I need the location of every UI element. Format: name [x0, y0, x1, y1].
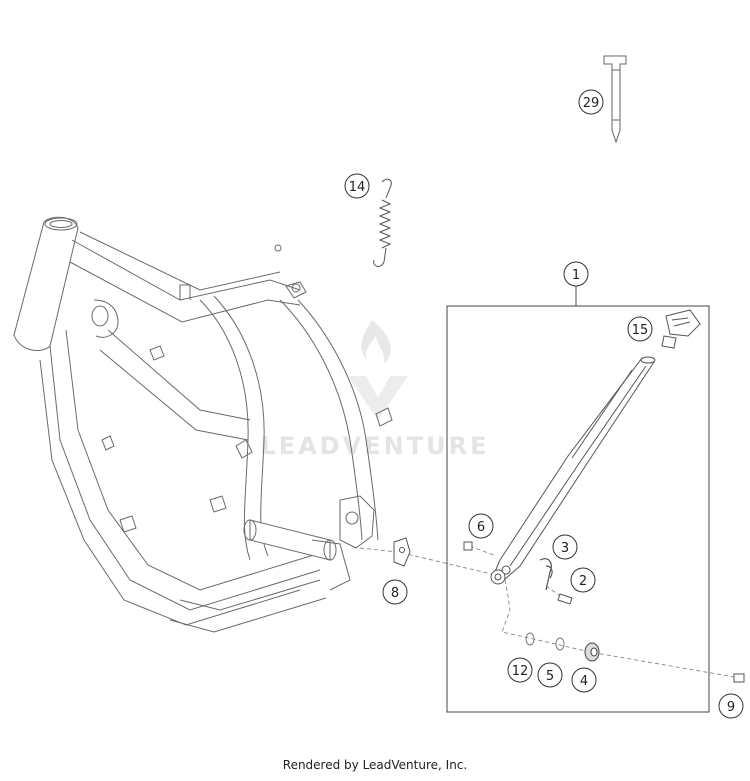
svg-text:4: 4	[580, 674, 588, 689]
frame-drawing	[13, 216, 393, 633]
callout-6[interactable]: 6	[468, 513, 494, 539]
svg-text:1: 1	[572, 268, 580, 283]
part-5-washer	[555, 637, 565, 651]
callout-29[interactable]: 29	[578, 89, 604, 115]
callout-2[interactable]: 2	[570, 567, 596, 593]
part-8-bracket	[393, 537, 411, 567]
part-9-bolt	[733, 673, 745, 683]
assembly-box	[446, 286, 710, 713]
svg-text:29: 29	[583, 96, 600, 111]
part-12-washer	[525, 632, 535, 646]
watermark-flame-icon	[361, 320, 391, 364]
part-15-pad	[661, 309, 701, 349]
svg-text:5: 5	[546, 669, 554, 684]
callout-4[interactable]: 4	[571, 667, 597, 693]
svg-text:2: 2	[579, 574, 587, 589]
callout-8[interactable]: 8	[382, 579, 408, 605]
part-14-spring	[373, 178, 392, 267]
svg-text:9: 9	[727, 700, 735, 715]
watermark: LEADVENTURE	[261, 320, 490, 460]
svg-text:14: 14	[349, 180, 366, 195]
callout-14[interactable]: 14	[344, 173, 370, 199]
leader-lines	[359, 545, 741, 679]
callout-1[interactable]: 1	[563, 261, 589, 287]
part-3-hook	[539, 558, 553, 591]
svg-text:6: 6	[477, 520, 485, 535]
watermark-brand-text: LEADVENTURE	[261, 432, 490, 460]
svg-text:8: 8	[391, 586, 399, 601]
part-2-screw	[557, 593, 573, 605]
watermark-v-icon	[348, 376, 408, 420]
part-1-side-stand	[490, 356, 656, 585]
svg-text:3: 3	[561, 541, 569, 556]
callout-15[interactable]: 15	[627, 316, 653, 342]
callout-12[interactable]: 12	[507, 657, 533, 683]
svg-text:12: 12	[512, 664, 529, 679]
svg-text:15: 15	[632, 323, 649, 338]
callout-5[interactable]: 5	[537, 662, 563, 688]
part-29-cable-tie	[603, 55, 627, 144]
callout-9[interactable]: 9	[718, 693, 744, 719]
callout-3[interactable]: 3	[552, 534, 578, 560]
part-4-bushing	[584, 642, 600, 662]
footer-credit: Rendered by LeadVenture, Inc.	[282, 758, 468, 772]
part-6-bolt	[463, 541, 473, 551]
